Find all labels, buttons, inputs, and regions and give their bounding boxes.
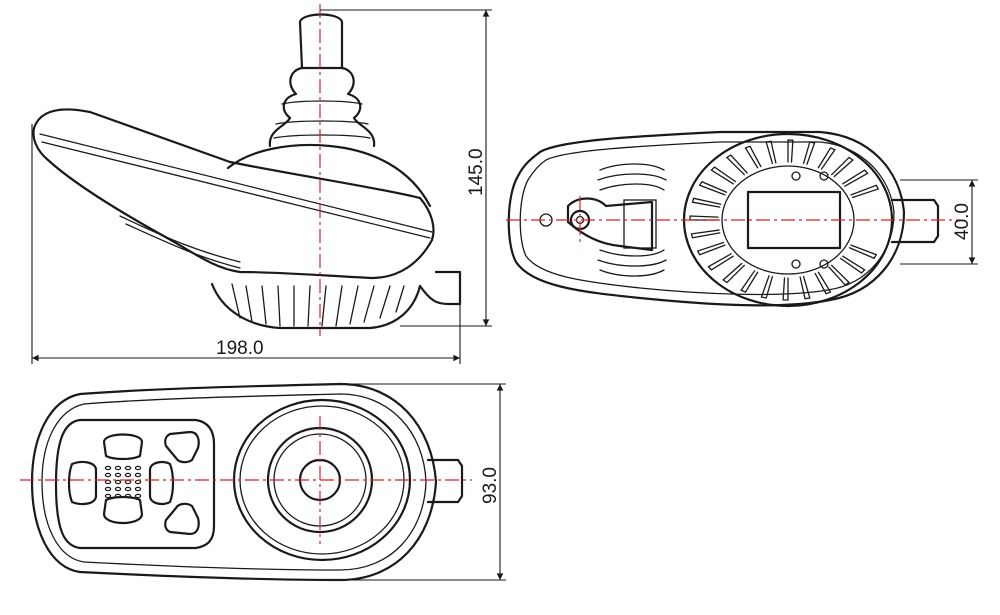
speaker-hole <box>124 486 132 492</box>
rib <box>817 147 836 170</box>
topface-outline <box>30 382 438 582</box>
rib <box>710 166 737 185</box>
top-view: 40.0 <box>506 130 978 308</box>
rib <box>787 139 794 163</box>
speaker-hole <box>124 465 132 471</box>
underside-inner-outline <box>519 141 895 296</box>
bellows-ring-3 <box>273 134 371 139</box>
rib <box>722 262 746 284</box>
speaker-hole <box>124 479 132 485</box>
dim-connector-label: 40.0 <box>952 203 973 240</box>
rib <box>802 141 816 165</box>
speaker-hole <box>114 465 122 471</box>
rib <box>760 275 774 299</box>
rib <box>690 229 721 239</box>
screw-4 <box>819 259 829 269</box>
speaker-hole <box>114 493 122 499</box>
bellows-ring-2 <box>275 120 369 125</box>
grille-upper <box>597 163 667 191</box>
bottom-view: 93.0 <box>20 382 506 582</box>
keypad-panel <box>54 418 216 550</box>
speaker-hole <box>104 472 112 478</box>
speaker-hole <box>104 486 112 492</box>
rib <box>698 180 728 196</box>
rib-ring-ribs <box>689 139 880 301</box>
underside-outline <box>507 130 906 307</box>
rib <box>799 275 811 300</box>
rib <box>830 156 854 178</box>
rib <box>725 154 748 176</box>
body-lower-groove-2 <box>125 223 241 269</box>
rib <box>744 145 762 169</box>
body-upper-edge <box>39 133 433 233</box>
rib <box>689 215 719 221</box>
speaker-hole <box>104 493 112 499</box>
handset-body-outline <box>32 108 435 280</box>
joystick-dome <box>226 143 432 208</box>
base-ribs <box>231 283 405 327</box>
rib <box>842 169 869 187</box>
dim-width-label: 93.0 <box>480 467 501 504</box>
rib <box>839 255 866 274</box>
dim-height-label: 145.0 <box>466 148 487 196</box>
speaker-hole <box>134 486 142 492</box>
bellows-ring-1 <box>281 100 363 105</box>
cable-connector-side <box>418 270 462 306</box>
side-view: 198.0 145.0 <box>31 4 492 364</box>
joystick-bellows <box>268 66 376 148</box>
port-socket <box>623 199 657 249</box>
screw-3 <box>791 259 801 269</box>
speaker-hole <box>134 472 142 478</box>
rib <box>814 271 832 295</box>
grille-lower <box>597 249 667 277</box>
speaker-hole <box>134 493 142 499</box>
rib <box>848 244 878 260</box>
button-left[interactable] <box>67 460 98 506</box>
button-up[interactable] <box>102 433 144 461</box>
cable-connector-top <box>890 198 940 244</box>
speaker-hole <box>114 486 122 492</box>
rib-ring-inner <box>721 165 855 275</box>
rib <box>696 241 726 256</box>
speaker-hole <box>134 479 142 485</box>
rib <box>740 270 759 293</box>
rib <box>765 140 777 165</box>
body-upper-edge-2 <box>41 141 431 239</box>
button-right[interactable] <box>148 460 175 506</box>
button-down[interactable] <box>102 495 144 525</box>
speaker-hole <box>134 465 142 471</box>
rib <box>782 277 789 301</box>
screw-2 <box>819 171 829 181</box>
speaker-hole <box>104 465 112 471</box>
speaker-hole <box>114 472 122 478</box>
rib <box>691 197 722 208</box>
button-top-right[interactable] <box>164 430 200 464</box>
speaker-hole <box>124 493 132 499</box>
ribbed-base <box>210 282 422 330</box>
speaker-hole <box>104 479 112 485</box>
button-bottom-right[interactable] <box>164 502 200 536</box>
rib <box>850 184 880 199</box>
topface-inner-outline <box>41 393 427 571</box>
cable-connector-bottom <box>426 458 464 504</box>
joystick-knob <box>298 13 344 70</box>
body-lower-groove <box>119 215 241 263</box>
speaker-hole <box>124 472 132 478</box>
rib <box>828 264 851 286</box>
dim-length-label: 198.0 <box>216 338 264 359</box>
screw-1 <box>791 171 801 181</box>
rib <box>707 253 734 271</box>
speaker-hole <box>114 479 122 485</box>
speaker-grille <box>104 465 142 499</box>
